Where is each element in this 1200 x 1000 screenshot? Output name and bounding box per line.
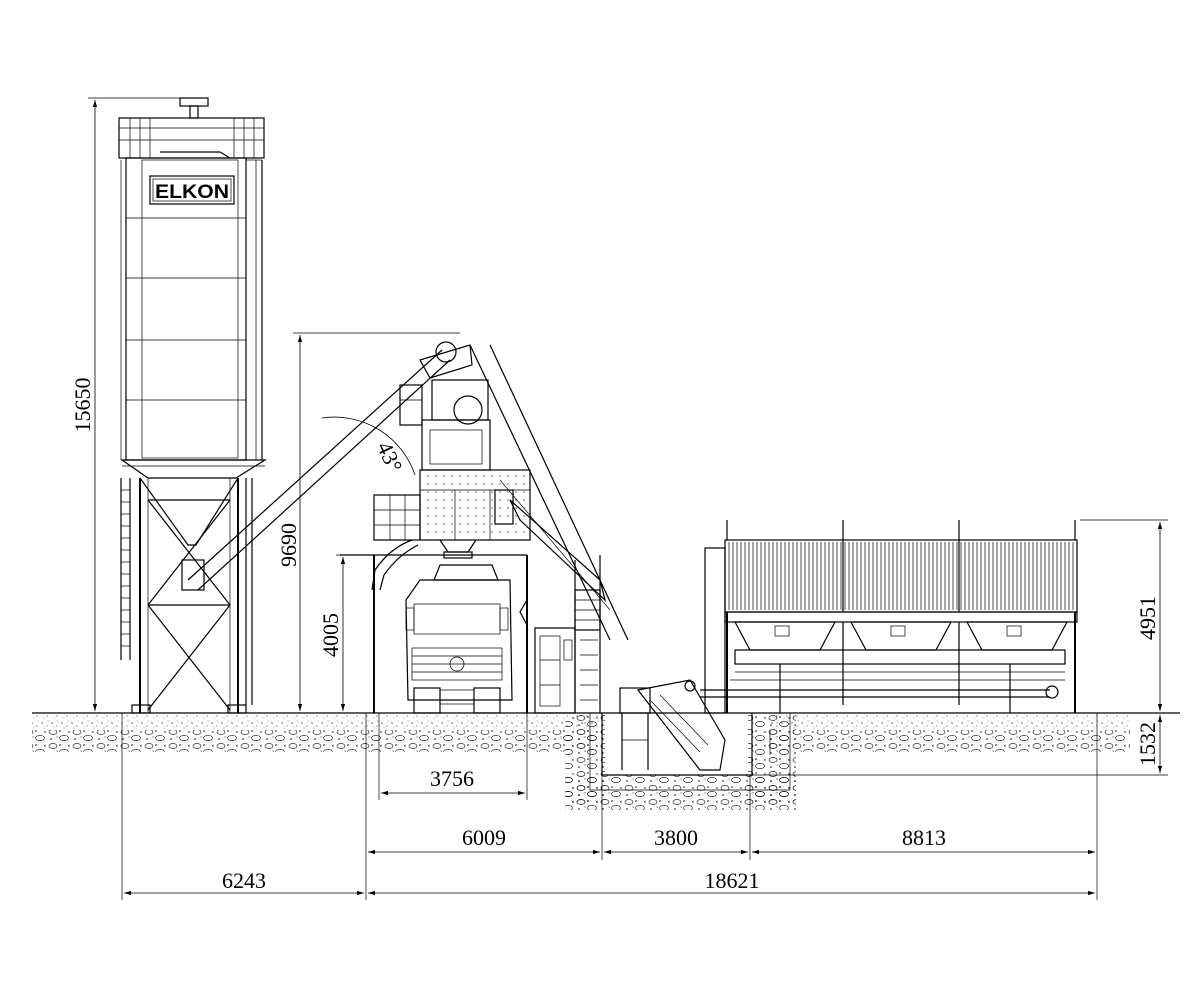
dimension-lines (88, 97, 1168, 900)
dim-mixer-height: 9690 (276, 523, 301, 567)
dim-bins-length: 8813 (902, 825, 946, 850)
mixer-tower (340, 344, 629, 714)
cement-silo: ELKON (118, 97, 268, 714)
dim-pit-width: 3800 (654, 825, 698, 850)
dim-pit-depth: 1532 (1135, 722, 1160, 766)
dim-screw-angle: 43° (372, 438, 408, 476)
dim-mixer-span: 6009 (462, 825, 506, 850)
logo-text: ELKON (155, 182, 229, 203)
dim-total-length: 18621 (705, 868, 760, 893)
skip-hopper (619, 679, 1050, 771)
dim-truck-clearance: 4005 (318, 613, 343, 657)
dim-silo-offset: 6243 (222, 868, 266, 893)
ground (32, 712, 1180, 810)
dim-bin-height: 4951 (1135, 596, 1160, 640)
dim-silo-height: 15650 (70, 378, 95, 433)
aggregate-bins (704, 520, 1078, 714)
mixer-truck (405, 564, 513, 714)
elkon-logo (149, 175, 235, 205)
dim-truck-width: 3756 (430, 766, 474, 791)
